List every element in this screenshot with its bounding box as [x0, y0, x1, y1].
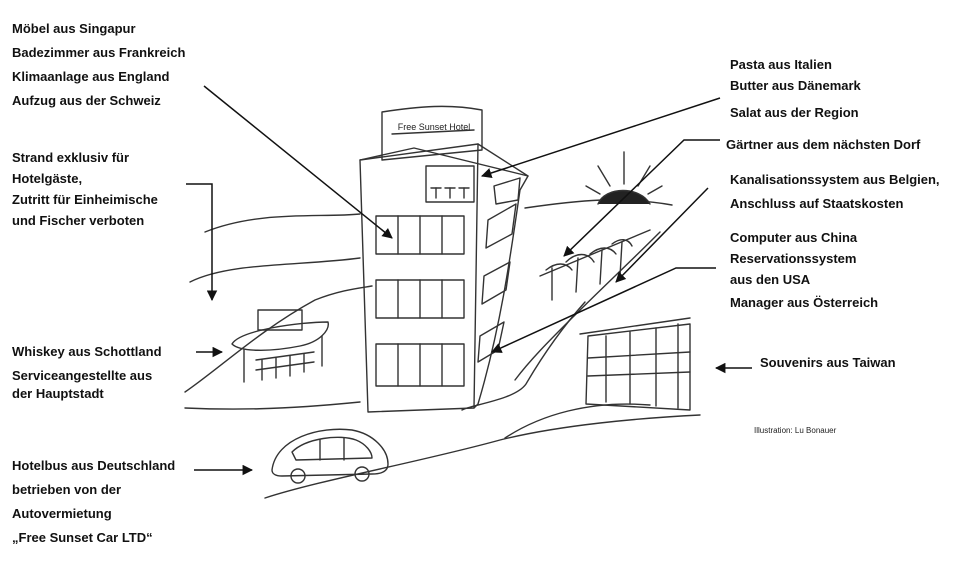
- label-line: Strand exklusiv für: [12, 150, 130, 165]
- label-line: Computer aus China: [730, 230, 858, 245]
- label-gardener: Gärtner aus dem nächsten Dorf: [726, 134, 920, 156]
- label-line: Souvenirs aus Taiwan: [760, 355, 896, 370]
- ground-line: [184, 401, 361, 410]
- arrow-beach: [186, 183, 218, 302]
- label-line: Serviceangestellte aus: [12, 368, 153, 383]
- label-line: Reservationssystem: [730, 251, 857, 266]
- hotel-sign-text: Free Sunset Hotel: [398, 122, 471, 132]
- hotel-building: [359, 105, 529, 413]
- beach-edge: [184, 285, 373, 393]
- label-line: Butter aus Dänemark: [730, 78, 861, 93]
- sun-icon: [585, 151, 663, 205]
- label-line: Kanalisationssystem aus Belgien,: [730, 172, 940, 187]
- label-computer: Computer aus China Reservationssystem au…: [730, 227, 878, 313]
- label-line: Salat aus der Region: [730, 105, 859, 120]
- label-line: Whiskey aus Schottland: [12, 344, 162, 359]
- hotel-bus: [271, 428, 389, 484]
- hill-back: [204, 213, 361, 233]
- label-line: Anschluss auf Staatskosten: [730, 196, 904, 211]
- label-line: Pasta aus Italien: [730, 57, 832, 72]
- souvenir-shop: [579, 317, 691, 411]
- label-line: Badezimmer aus Frankreich: [12, 45, 186, 60]
- arrow-furniture: [203, 85, 393, 239]
- label-beach: Strand exklusiv für Hotelgäste, Zutritt …: [12, 147, 158, 231]
- shoreline-left: [189, 257, 361, 283]
- arrow-food: [481, 97, 721, 179]
- arrow-sewage: [615, 187, 709, 283]
- path-upper: [504, 403, 651, 439]
- label-line: aus den USA: [730, 272, 811, 287]
- label-line: Klimaanlage aus England: [12, 69, 170, 84]
- arrow-computer: [491, 267, 716, 353]
- label-line: und Fischer verboten: [12, 213, 145, 228]
- label-line: der Hauptstadt: [12, 386, 104, 401]
- valley-line: [514, 231, 661, 381]
- label-bus: Hotelbus aus Deutschland betrieben von d…: [12, 455, 175, 549]
- label-line: Hotelgäste,: [12, 171, 83, 186]
- label-line: Hotelbus aus Deutschland: [12, 458, 176, 473]
- label-furniture: Möbel aus Singapur Badezimmer aus Frankr…: [12, 18, 185, 112]
- arrow-gardener: [563, 139, 720, 257]
- palm-trees: [539, 229, 651, 301]
- label-food: Pasta aus Italien Butter aus Dänemark Sa…: [730, 54, 861, 123]
- label-line: Zutritt für Einheimische: [12, 192, 158, 207]
- label-line: Manager aus Österreich: [730, 295, 879, 310]
- label-line: Gärtner aus dem nächsten Dorf: [726, 137, 921, 152]
- label-line: Möbel aus Singapur: [12, 21, 136, 36]
- beach-bar: [231, 309, 329, 383]
- illustration-credit: Illustration: Lu Bonauer: [754, 426, 837, 435]
- label-bar: Whiskey aus Schottland Serviceangestellt…: [12, 341, 162, 405]
- label-line: „Free Sunset Car LTD“: [12, 530, 153, 545]
- label-line: Autovermietung: [12, 506, 112, 521]
- label-sewage: Kanalisationssystem aus Belgien, Anschlu…: [730, 169, 940, 215]
- path-lower: [264, 414, 701, 499]
- label-souvenirs: Souvenirs aus Taiwan: [760, 352, 896, 374]
- label-line: Aufzug aus der Schweiz: [12, 93, 161, 108]
- label-line: betrieben von der: [12, 482, 122, 497]
